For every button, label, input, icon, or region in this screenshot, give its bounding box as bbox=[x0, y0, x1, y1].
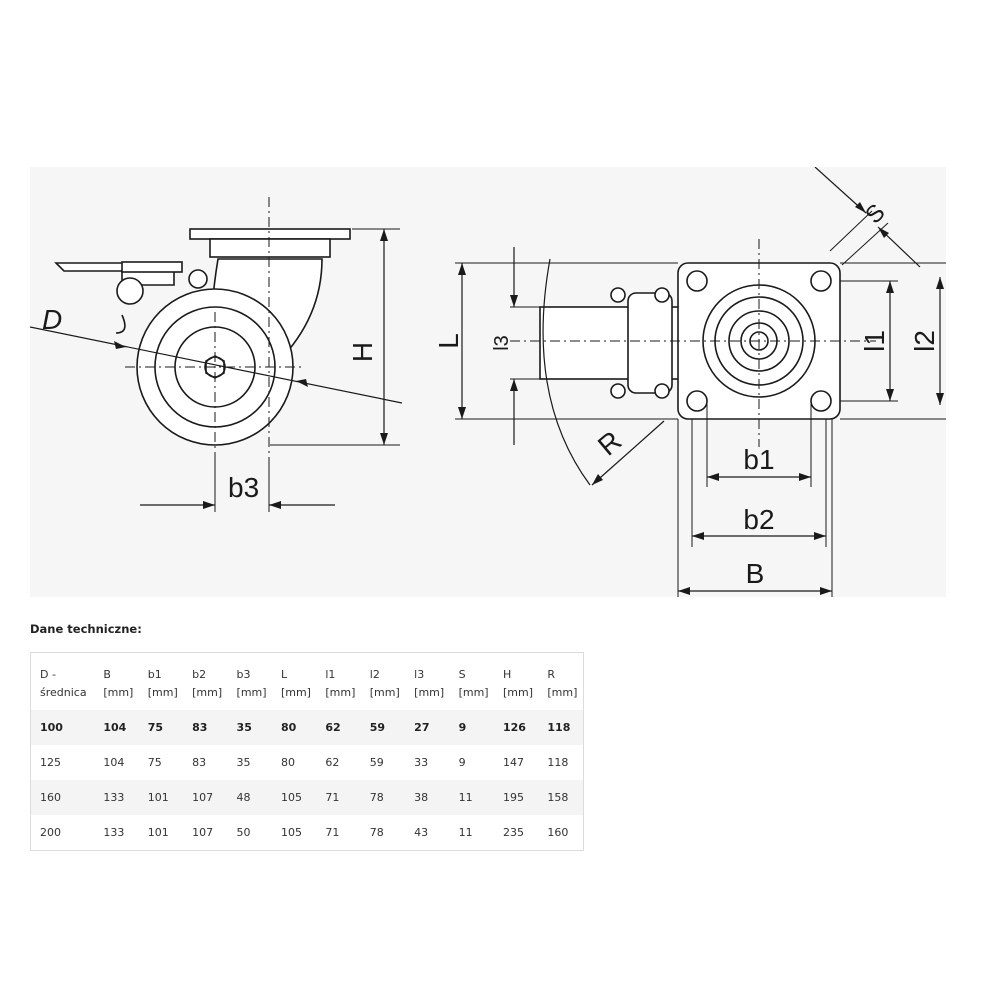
label-l2: l2 bbox=[909, 330, 940, 352]
header-b1: b1[mm] bbox=[147, 668, 178, 699]
brake-pivot bbox=[116, 277, 144, 305]
table-cell: 147 bbox=[502, 756, 524, 769]
label-D: D bbox=[42, 304, 62, 335]
table-cell: 235 bbox=[502, 826, 524, 839]
table-cell: 104 bbox=[103, 756, 125, 769]
header-row: D -średnica B[mm] b1[mm] b2[mm] b3[mm] L… bbox=[31, 653, 584, 711]
table-cell: 158 bbox=[538, 780, 584, 815]
spec-table-header: D -średnica B[mm] b1[mm] b2[mm] b3[mm] L… bbox=[31, 653, 584, 711]
table-cell: 75 bbox=[138, 710, 184, 745]
table-cell: 43 bbox=[414, 826, 429, 839]
header-l3: l3[mm] bbox=[414, 668, 445, 699]
table-cell: 71 bbox=[325, 826, 340, 839]
caster-drawing-svg: D H b3 L l3 R S l1 l2 b1 b2 B bbox=[30, 167, 946, 597]
brake-bar bbox=[121, 261, 183, 273]
header-b2: b2[mm] bbox=[192, 668, 223, 699]
table-cell: 59 bbox=[360, 710, 406, 745]
label-H: H bbox=[347, 342, 378, 362]
table-cell: 83 bbox=[183, 710, 228, 745]
header-B: B[mm] bbox=[103, 668, 134, 699]
label-R: R bbox=[592, 425, 627, 462]
table-cell: 71 bbox=[316, 780, 361, 815]
header-b3: b3[mm] bbox=[236, 668, 267, 699]
table-cell: 125 bbox=[40, 756, 61, 769]
table-cell: 83 bbox=[192, 756, 207, 769]
table-cell: 105 bbox=[271, 780, 317, 815]
table-cell: 133 bbox=[103, 826, 125, 839]
mount-hole bbox=[810, 270, 832, 292]
table-cell: 78 bbox=[360, 780, 406, 815]
table-cell: 48 bbox=[227, 780, 272, 815]
header-R: R[mm] bbox=[547, 668, 578, 699]
table-cell: 62 bbox=[316, 710, 361, 745]
table-cell: 27 bbox=[405, 710, 450, 745]
table-cell: 100 bbox=[30, 710, 95, 745]
label-b2: b2 bbox=[743, 504, 774, 535]
table-cell: 160 bbox=[547, 826, 569, 839]
table-cell: 80 bbox=[271, 710, 317, 745]
table-cell: 101 bbox=[138, 780, 184, 815]
header-l1: l1[mm] bbox=[325, 668, 356, 699]
header-H: H[mm] bbox=[502, 668, 533, 699]
brake-spring bbox=[115, 314, 126, 334]
mount-hole bbox=[686, 270, 708, 292]
table-cell: 101 bbox=[147, 826, 169, 839]
table-cell: 11 bbox=[458, 826, 473, 839]
top-view bbox=[455, 167, 946, 597]
spec-table-body: 100 104 75 83 35 80 62 59 27 9 126 118 1… bbox=[30, 710, 584, 851]
table-cell: 133 bbox=[94, 780, 139, 815]
section-title: Dane techniczne: bbox=[30, 622, 142, 636]
label-L: L bbox=[433, 333, 464, 349]
technical-drawing: D H b3 L l3 R S l1 l2 b1 b2 B bbox=[30, 167, 946, 597]
label-l3: l3 bbox=[491, 335, 513, 351]
table-cell: 126 bbox=[493, 710, 539, 745]
table-cell: 195 bbox=[493, 780, 539, 815]
table-row: 200 133 101 107 50 105 71 78 43 11 235 1… bbox=[31, 815, 584, 851]
header-diameter: D -średnica bbox=[40, 668, 87, 699]
table-cell: 75 bbox=[147, 756, 162, 769]
label-b1: b1 bbox=[743, 444, 774, 475]
table-cell: 9 bbox=[458, 756, 466, 769]
table-cell: 59 bbox=[369, 756, 384, 769]
table-cell: 35 bbox=[227, 710, 272, 745]
table-cell: 107 bbox=[183, 780, 228, 815]
table-row: 100 104 75 83 35 80 62 59 27 9 126 118 bbox=[30, 710, 584, 745]
table-cell: 78 bbox=[369, 826, 384, 839]
fork-top bbox=[627, 292, 673, 394]
table-cell: 35 bbox=[236, 756, 251, 769]
table-cell: 11 bbox=[449, 780, 494, 815]
table-cell: 118 bbox=[547, 756, 569, 769]
swivel-head bbox=[209, 238, 331, 258]
table-cell: 62 bbox=[325, 756, 340, 769]
table-cell: 160 bbox=[30, 780, 95, 815]
table-cell: 33 bbox=[414, 756, 429, 769]
fork-rivet bbox=[188, 269, 208, 289]
table-cell: 105 bbox=[280, 826, 302, 839]
label-b3: b3 bbox=[228, 472, 259, 503]
table-cell: 38 bbox=[405, 780, 450, 815]
header-S: S[mm] bbox=[458, 668, 489, 699]
table-cell: 9 bbox=[449, 710, 494, 745]
header-l2: l2[mm] bbox=[369, 668, 400, 699]
table-row: 160 133 101 107 48 105 71 78 38 11 195 1… bbox=[30, 780, 584, 815]
table-cell: 104 bbox=[94, 710, 139, 745]
side-view bbox=[30, 197, 403, 512]
table-cell: 200 bbox=[40, 826, 61, 839]
top-plate bbox=[189, 228, 351, 240]
label-l1: l1 bbox=[859, 330, 890, 352]
header-L: L[mm] bbox=[280, 668, 311, 699]
table-cell: 107 bbox=[192, 826, 214, 839]
spec-table: D -średnica B[mm] b1[mm] b2[mm] b3[mm] L… bbox=[30, 652, 584, 851]
label-B: B bbox=[746, 558, 765, 589]
table-cell: 118 bbox=[538, 710, 584, 745]
table-cell: 80 bbox=[280, 756, 295, 769]
table-row: 125 104 75 83 35 80 62 59 33 9 147 118 bbox=[31, 745, 584, 780]
table-cell: 50 bbox=[236, 826, 251, 839]
